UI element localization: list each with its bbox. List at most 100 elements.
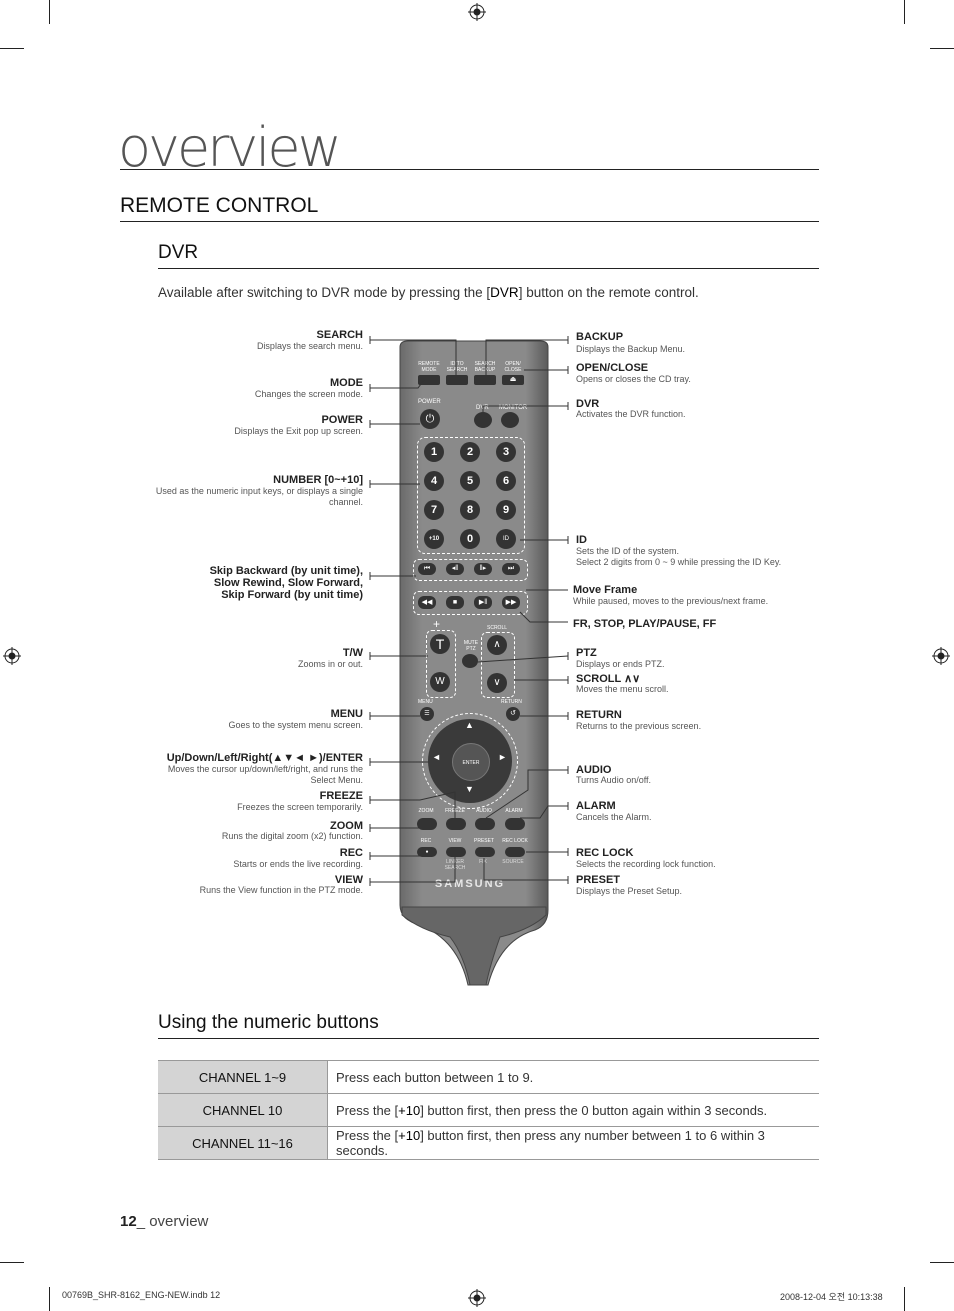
digit-6-button[interactable]: 6 <box>496 471 516 491</box>
digit-7-button[interactable]: 7 <box>424 500 444 520</box>
digit-9-button[interactable]: 9 <box>496 500 516 520</box>
scroll-up-icon[interactable]: ∧ <box>487 635 507 655</box>
freeze-button[interactable] <box>446 818 466 830</box>
remote-search-button[interactable] <box>446 375 468 385</box>
remote-ptz-label: MUTE PTZ <box>463 640 479 652</box>
tele-button[interactable]: T <box>430 634 450 654</box>
callout-search-label: SEARCH <box>316 329 363 341</box>
enter-button[interactable]: ENTER <box>452 743 490 781</box>
remote-monitor-button[interactable] <box>501 412 519 428</box>
remote-monitor-label: MONITOR <box>499 405 528 411</box>
registration-mark-icon <box>932 647 950 665</box>
fast-rewind-icon[interactable]: ◀◀ <box>418 596 436 609</box>
return-icon[interactable]: ↺ <box>506 707 520 721</box>
callout-rec-lock-desc: Selects the recording lock function. <box>576 859 716 869</box>
slow-forward-icon[interactable]: ‖▸ <box>474 563 492 575</box>
channel-cell: CHANNEL 11~16 <box>158 1126 328 1160</box>
plus-ten-button[interactable]: +10 <box>424 529 444 549</box>
digit-3-button[interactable]: 3 <box>496 442 516 462</box>
callout-mode-label: MODE <box>330 377 363 389</box>
remote-view-label: VIEW <box>448 838 462 844</box>
fast-forward-icon[interactable]: ▶▶ <box>502 596 520 609</box>
callout-zoom-desc: Runs the digital zoom (x2) function. <box>221 831 363 841</box>
callout-id-desc: Select 2 digits from 0 ~ 9 while pressin… <box>576 557 782 567</box>
rec-lock-button[interactable] <box>505 847 525 857</box>
id-button[interactable]: ID <box>496 529 516 549</box>
remote-menu-label: MENU <box>418 699 433 705</box>
wide-button[interactable]: W <box>430 672 450 692</box>
table-row: CHANNEL 11~16 Press the [+10] button fir… <box>158 1126 819 1160</box>
callout-return-label: RETURN <box>576 709 622 721</box>
digit-5-button[interactable]: 5 <box>460 471 480 491</box>
crop-mark <box>0 1262 24 1263</box>
digit-2-button[interactable]: 2 <box>460 442 480 462</box>
remote-mode-button[interactable] <box>418 375 440 385</box>
callout-move-frame-label: Move Frame <box>573 584 638 596</box>
intro-text: Available after switching to DVR mode by… <box>158 285 699 300</box>
callout-view-desc: Runs the View function in the PTZ mode. <box>199 885 363 895</box>
callout-menu-label: MENU <box>330 708 363 720</box>
menu-icon[interactable]: ☰ <box>420 707 434 721</box>
remote-zoom-label: ZOOM <box>418 808 434 814</box>
number-pad: 1 2 3 4 5 6 7 8 9 +10 0 ID <box>424 442 524 550</box>
callout-search-desc: Displays the search menu. <box>256 341 363 351</box>
play-pause-icon[interactable]: ▶‖ <box>474 596 492 609</box>
audio-button[interactable] <box>475 818 495 830</box>
crop-mark <box>0 48 24 49</box>
callout-audio-desc: Turns Audio on/off. <box>576 775 652 785</box>
callout-skip-label: Skip Forward (by unit time) <box>221 589 363 601</box>
crop-mark <box>904 0 905 24</box>
crop-mark <box>930 48 954 49</box>
eject-icon[interactable]: ⏏ <box>502 375 524 385</box>
callout-skip-label: Slow Rewind, Slow Forward, <box>213 577 363 589</box>
digit-8-button[interactable]: 8 <box>460 500 480 520</box>
callout-view-label: VIEW <box>334 874 363 886</box>
page-number: 12 <box>120 1213 137 1230</box>
view-button[interactable] <box>446 847 466 857</box>
digit-4-button[interactable]: 4 <box>424 471 444 491</box>
rec-icon[interactable]: ● <box>417 847 437 857</box>
callout-open-close-desc: Opens or closes the CD tray. <box>576 374 691 384</box>
arrow-left-icon[interactable]: ◄ <box>432 752 441 762</box>
remote-mode-label: REMOTE MODE <box>418 361 440 373</box>
skip-backward-icon[interactable]: ⏮ <box>418 563 436 575</box>
registration-mark-icon <box>3 647 21 665</box>
remote-backup-button[interactable] <box>474 375 496 385</box>
instruction-cell: Press the [+10] button first, then press… <box>327 1093 819 1127</box>
slow-rewind-icon[interactable]: ◂‖ <box>446 563 464 575</box>
callout-rec-desc: Starts or ends the live recording. <box>233 859 363 869</box>
power-icon[interactable]: ⏻ <box>420 409 440 429</box>
skip-forward-icon[interactable]: ⏭ <box>502 563 520 575</box>
callout-enter-desc: Select Menu. <box>310 775 363 785</box>
callout-alarm-label: ALARM <box>576 800 616 812</box>
remote-alarm-label: ALARM <box>505 808 523 814</box>
ptz-button[interactable] <box>462 654 478 668</box>
callout-mode-desc: Changes the screen mode. <box>254 389 363 399</box>
stop-icon[interactable]: ■ <box>446 596 464 609</box>
play-row-outline <box>413 591 528 615</box>
instruction-cell: Press the [+10] button first, then press… <box>327 1126 819 1160</box>
digit-0-button[interactable]: 0 <box>460 529 480 549</box>
callout-number-label: NUMBER [0~+10] <box>273 474 363 486</box>
callout-zoom-label: ZOOM <box>330 820 363 832</box>
remote-search-label: ID/TO SEARCH <box>446 361 468 373</box>
digit-1-button[interactable]: 1 <box>424 442 444 462</box>
channel-cell: CHANNEL 10 <box>158 1093 328 1127</box>
zoom-button[interactable] <box>417 818 437 830</box>
alarm-button[interactable] <box>505 818 525 830</box>
scroll-down-icon[interactable]: ∨ <box>487 673 507 693</box>
callout-freeze-label: FREEZE <box>319 790 363 802</box>
callout-number-desc: Used as the numeric input keys, or displ… <box>155 486 363 496</box>
tw-outline <box>426 630 456 698</box>
table-row: CHANNEL 1~9 Press each button between 1 … <box>158 1060 819 1094</box>
preset-button[interactable] <box>475 847 495 857</box>
arrow-right-icon[interactable]: ► <box>498 752 507 762</box>
callout-menu-desc: Goes to the system menu screen. <box>228 720 363 730</box>
remote-dvr-button[interactable] <box>474 412 492 428</box>
arrow-up-icon[interactable]: ▲ <box>465 720 474 730</box>
callout-power-desc: Displays the Exit pop up screen. <box>234 426 363 436</box>
callout-dvr-label: DVR <box>576 398 600 410</box>
arrow-down-icon[interactable]: ▼ <box>465 784 474 794</box>
callout-preset-desc: Displays the Preset Setup. <box>576 886 683 896</box>
callout-tw-desc: Zooms in or out. <box>297 659 363 669</box>
